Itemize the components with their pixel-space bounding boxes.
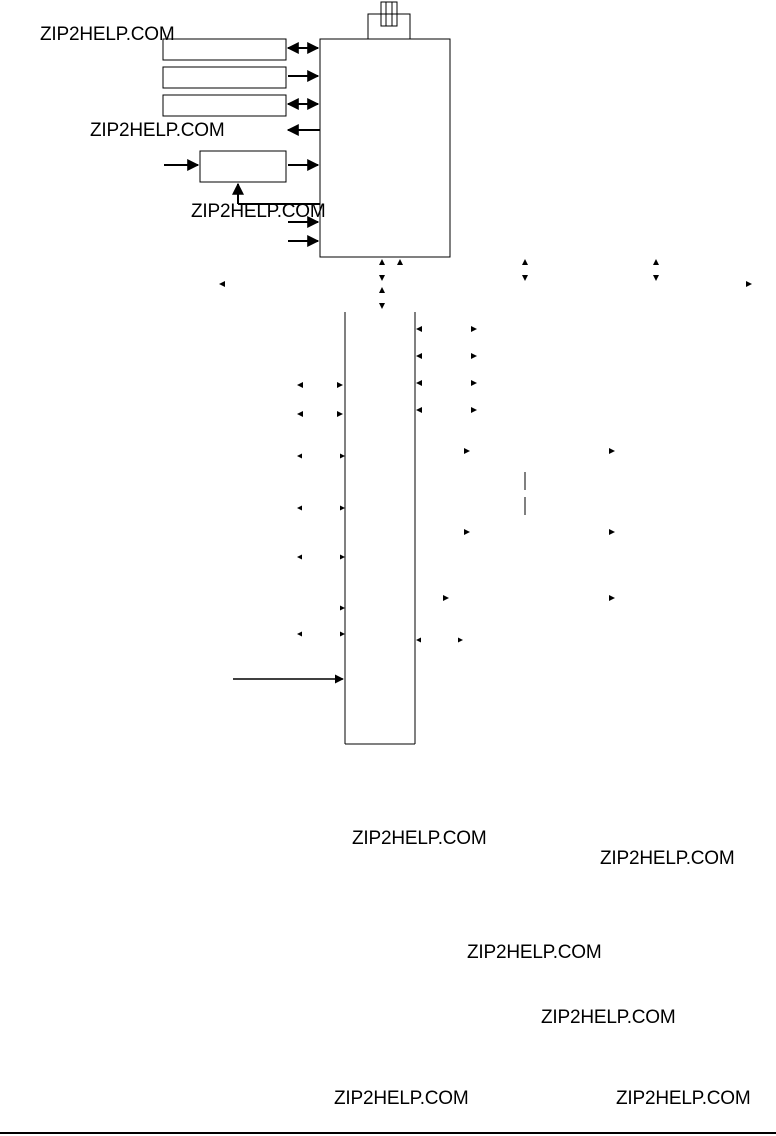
right-pin-markers [416,326,615,643]
watermark-text: ZIP2HELP.COM [90,120,225,141]
main-upper-block [319,38,451,258]
watermark-text: ZIP2HELP.COM [541,1007,676,1028]
watermark-text: ZIP2HELP.COM [191,201,326,222]
watermark-text: ZIP2HELP.COM [467,942,602,963]
watermark-text: ZIP2HELP.COM [352,828,487,849]
bus-triangles [219,259,752,309]
watermark-text: ZIP2HELP.COM [600,848,735,869]
watermark-text: ZIP2HELP.COM [40,24,175,45]
input-box [199,150,287,183]
left-arrows [164,42,320,247]
watermark-text: ZIP2HELP.COM [616,1088,751,1109]
watermark-text: ZIP2HELP.COM [334,1088,469,1109]
left-pin-markers [297,382,345,637]
left-box-2 [162,66,287,89]
top-connector [367,1,411,40]
left-box-3 [162,94,287,117]
lower-block [344,312,416,745]
left-box-1 [162,38,287,61]
